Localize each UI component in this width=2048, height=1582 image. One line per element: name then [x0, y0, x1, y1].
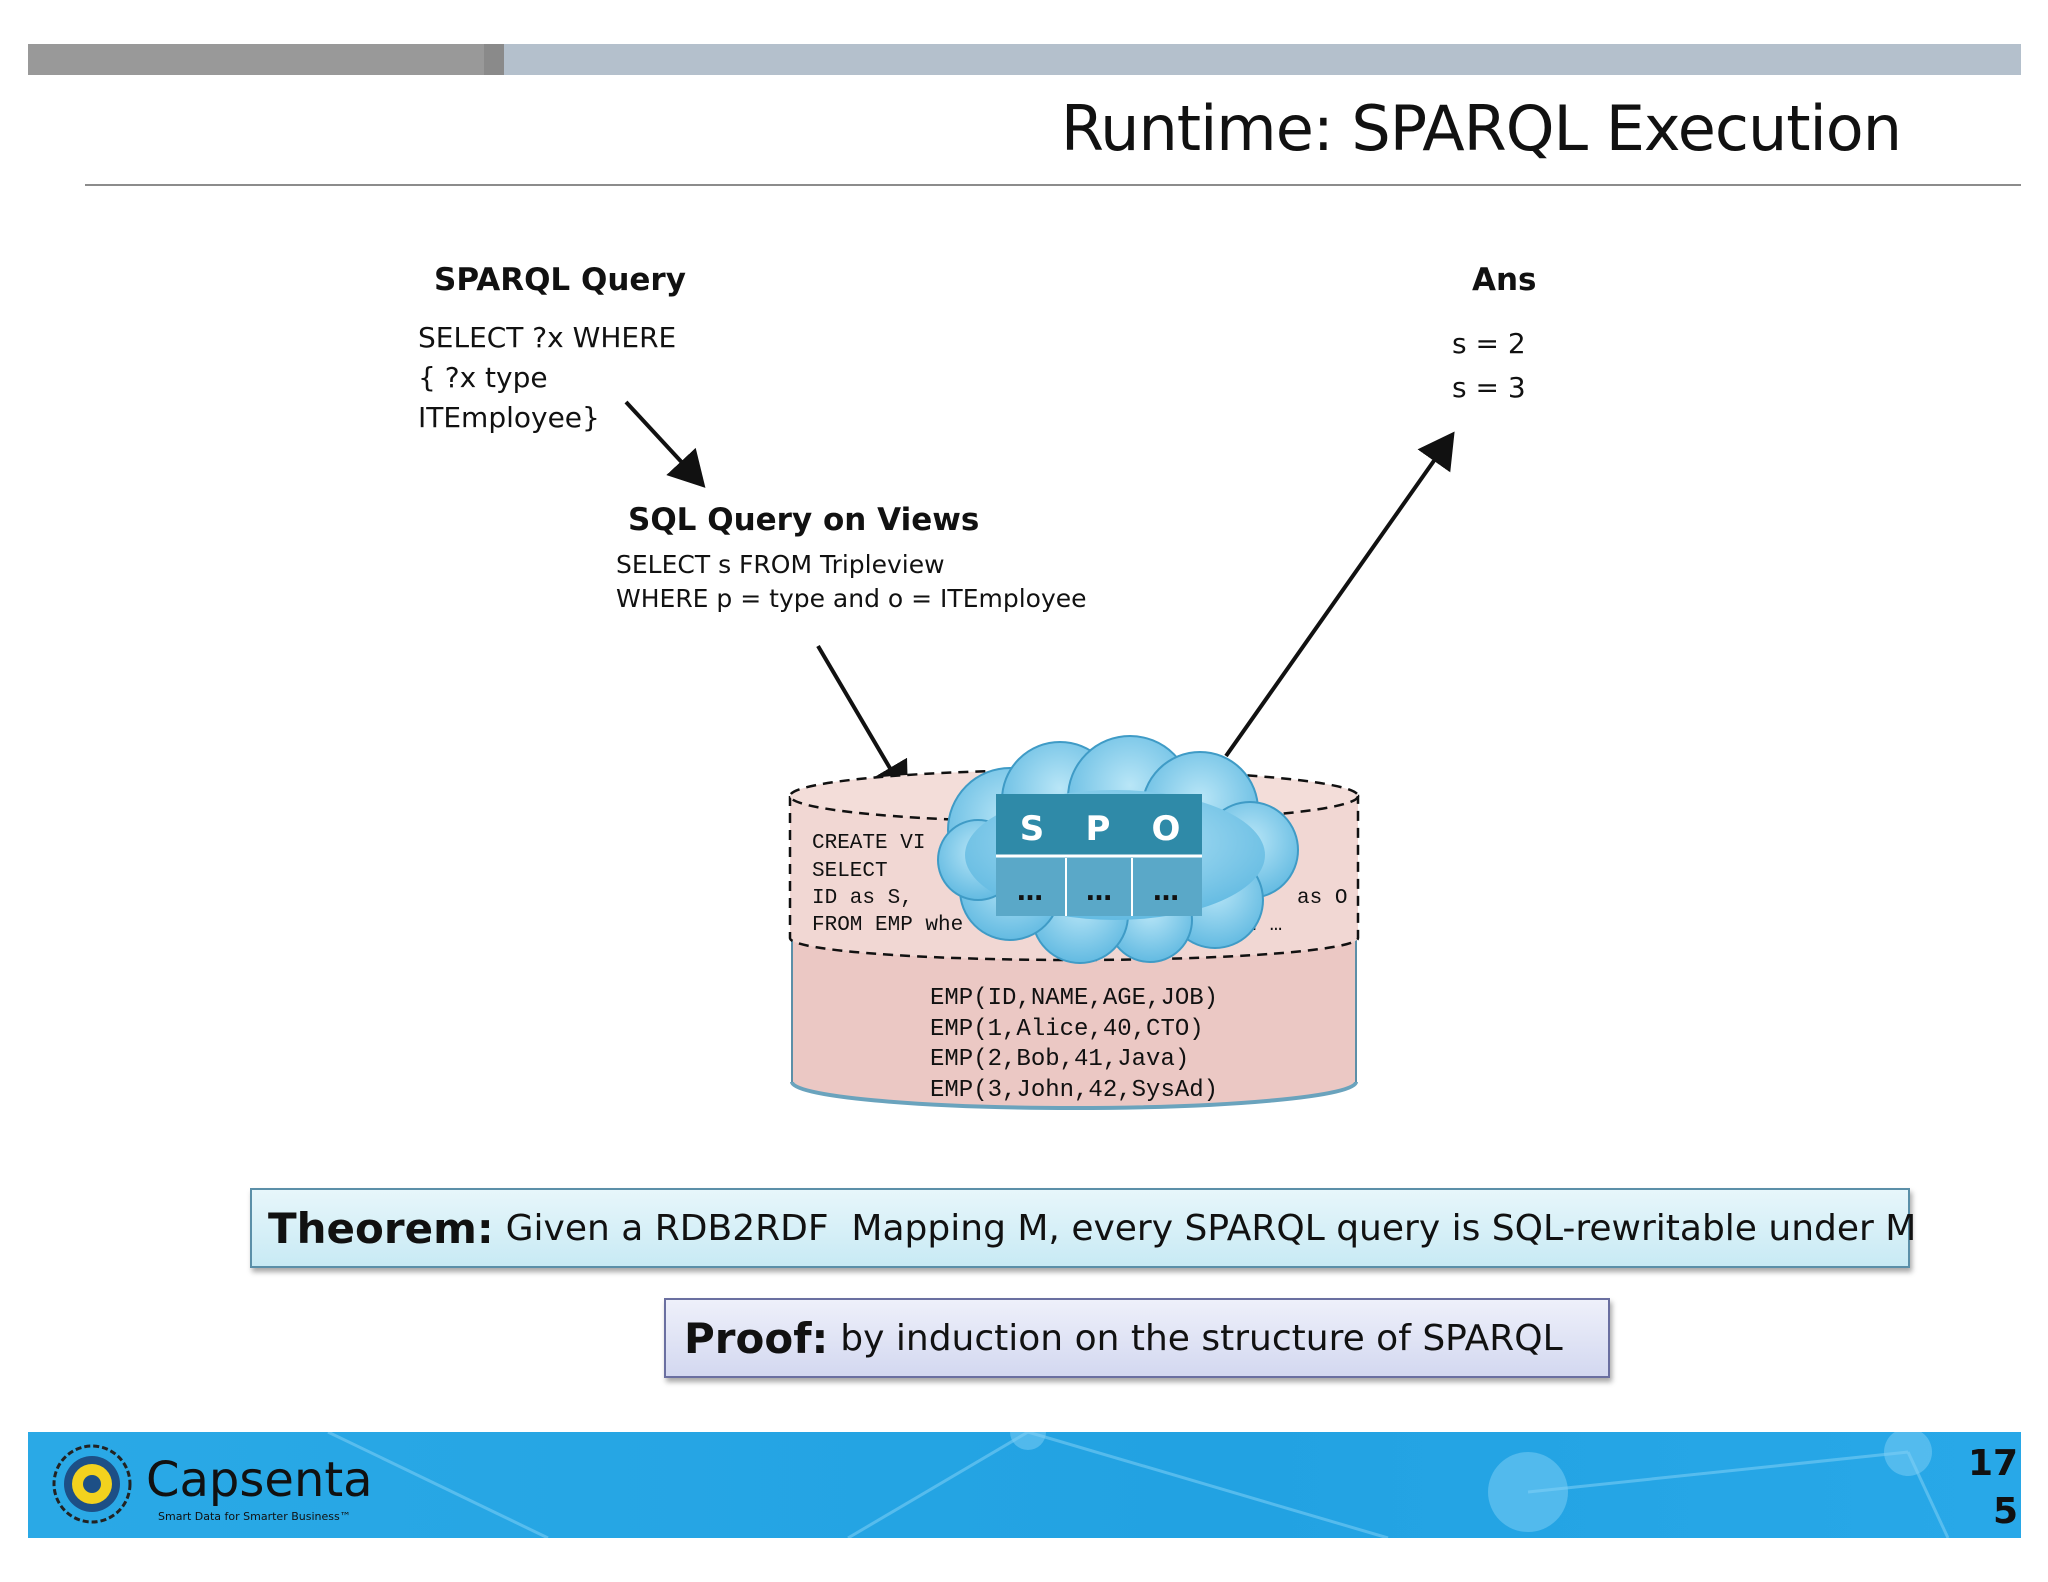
proof-label: Proof:	[684, 1313, 829, 1363]
answer-values: s = 2 s = 3	[1452, 322, 1526, 410]
spo-table: S P O … … …	[996, 794, 1202, 916]
sparql-query-text: SELECT ?x WHERE { ?x type ITEmployee}	[418, 318, 676, 438]
emp-database-cylinder	[790, 937, 1358, 1110]
header-bar-dark	[28, 44, 484, 75]
network-background	[327, 1432, 1950, 1538]
sparql-query-heading: SPARQL Query	[434, 262, 686, 298]
page-number: 17 5	[1968, 1440, 2018, 1536]
view-def-line-2: SELECT	[812, 860, 888, 883]
view-def-line-1: CREATE VI	[812, 832, 925, 855]
spo-cell-s: …	[1017, 877, 1043, 907]
answer-line: s = 3	[1452, 371, 1526, 404]
view-def-line-4: FROM EMP whe	[812, 914, 963, 937]
spo-header-s: S	[1020, 809, 1045, 849]
theorem-label: Theorem:	[268, 1203, 494, 1253]
emp-row-3: EMP(3,John,42,SysAd)	[930, 1077, 1218, 1104]
brand-name: Capsenta	[146, 1452, 373, 1508]
sparql-line: ITEmployee}	[418, 401, 600, 434]
theorem-box: Theorem: Given a RDB2RDF Mapping M, ever…	[250, 1188, 1916, 1268]
spo-cell-p: …	[1086, 877, 1112, 907]
page-number-line: 17	[1968, 1443, 2019, 1484]
theorem-text: Given a RDB2RDF Mapping M, every SPARQL …	[505, 1207, 1917, 1249]
spo-cell-o: …	[1153, 877, 1179, 907]
sql-line: SELECT s FROM Tripleview	[616, 550, 945, 579]
arrow-sparql-to-sql	[624, 400, 706, 488]
proof-box: Proof: by induction on the structure of …	[664, 1298, 1610, 1378]
capsenta-logo-icon	[52, 1444, 132, 1524]
answer-line: s = 2	[1452, 327, 1526, 360]
footer-banner: Capsenta Smart Data for Smarter Business…	[28, 1432, 2021, 1538]
slide-title: Runtime: SPARQL Execution	[1060, 92, 1902, 165]
spo-header-o: O	[1152, 809, 1181, 849]
arrow-db-to-ans	[1224, 431, 1455, 758]
emp-row-1: EMP(1,Alice,40,CTO)	[930, 1016, 1204, 1043]
sql-line: WHERE p = type and o = ITEmployee	[616, 584, 1087, 613]
view-def-line-3: ID as S,	[812, 887, 913, 910]
emp-row-2: EMP(2,Bob,41,Java)	[930, 1046, 1189, 1073]
title-divider	[85, 184, 2021, 186]
sparql-line: SELECT ?x WHERE	[418, 321, 677, 354]
sparql-line: { ?x type	[418, 361, 548, 394]
answer-heading: Ans	[1472, 262, 1537, 298]
emp-row-0: EMP(ID,NAME,AGE,JOB)	[930, 985, 1218, 1012]
page-number-line: 5	[1992, 1491, 2018, 1532]
header-bar-accent	[484, 44, 504, 75]
sql-query-heading: SQL Query on Views	[628, 502, 980, 538]
arrow-sql-to-views	[816, 644, 909, 799]
header-bar-light	[504, 44, 2021, 75]
spo-header-p: P	[1086, 809, 1111, 849]
proof-text: by induction on the structure of SPARQL	[840, 1317, 1563, 1359]
brand-tagline: Smart Data for Smarter Business™	[158, 1510, 351, 1523]
sql-query-text: SELECT s FROM Tripleview WHERE p = type …	[616, 548, 1087, 616]
